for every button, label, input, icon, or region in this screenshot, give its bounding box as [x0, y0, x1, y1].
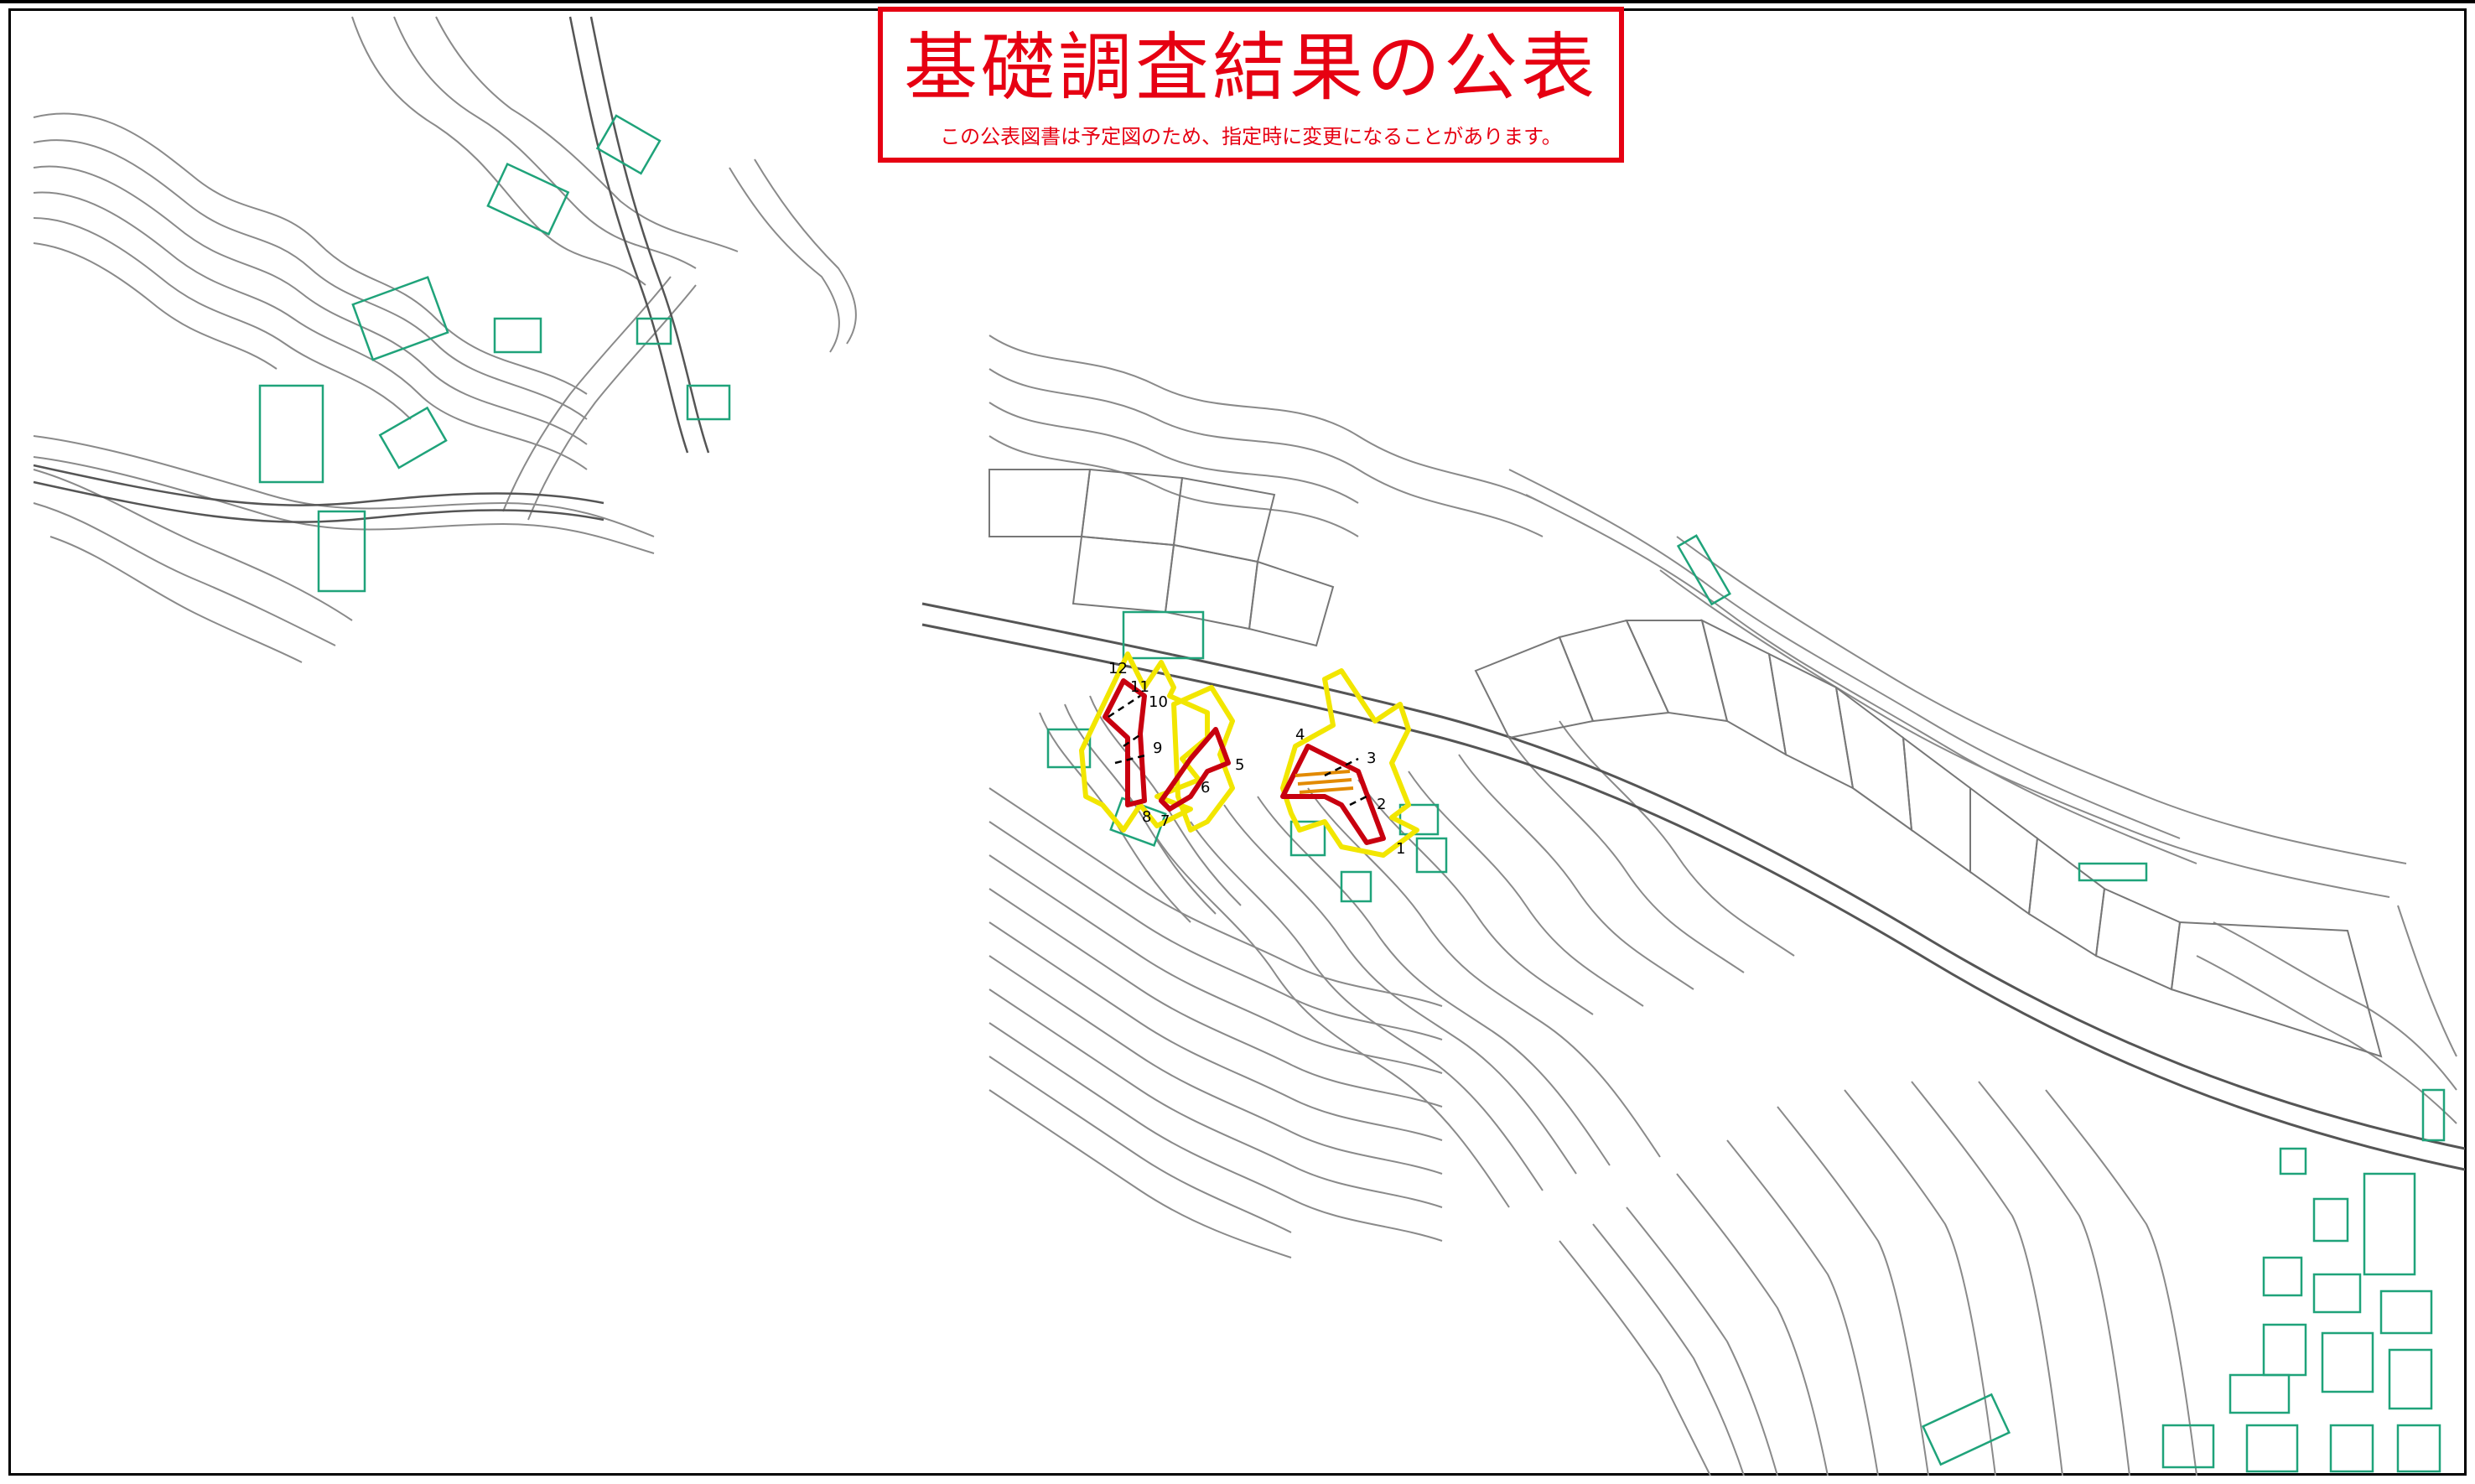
hazard-zones-yellow: [1079, 651, 1419, 858]
point-label-8: 8: [1142, 808, 1151, 826]
notice-subtitle: この公表図書は予定図のため、指定時に変更になることがあります。: [940, 125, 1562, 148]
point-label-9: 9: [1153, 739, 1162, 757]
point-labels: 1 2 3 4 5 6 7 8 9 10 11 12: [1108, 660, 1405, 858]
notice-title: 基礎調査結果の公表: [903, 24, 1598, 111]
field-parcels: [988, 468, 2383, 1058]
roads-northwest: [33, 16, 710, 523]
point-label-6: 6: [1201, 779, 1210, 796]
profile-lines-dashed: [1108, 694, 1367, 807]
point-label-11: 11: [1130, 678, 1149, 696]
point-label-4: 4: [1295, 726, 1305, 744]
notice-box: 基礎調査結果の公表 この公表図書は予定図のため、指定時に変更になることがあります…: [878, 7, 1624, 163]
point-label-7: 7: [1160, 812, 1170, 830]
point-label-10: 10: [1149, 693, 1168, 711]
point-label-1: 1: [1396, 840, 1405, 858]
point-label-3: 3: [1367, 750, 1376, 767]
contour-lines-central: [988, 335, 2457, 1476]
point-label-2: 2: [1377, 796, 1386, 813]
main-road: [921, 602, 2466, 1171]
hazard-hatch-orange: [1295, 770, 1354, 794]
top-border: [0, 0, 2475, 3]
contour-lines-northwest: [33, 16, 857, 663]
hazard-zones-red: [1103, 678, 1386, 845]
point-label-5: 5: [1235, 756, 1244, 774]
buildings-northwest: [258, 114, 731, 593]
point-label-12: 12: [1108, 660, 1128, 677]
buildings-central: [1046, 534, 2446, 1473]
